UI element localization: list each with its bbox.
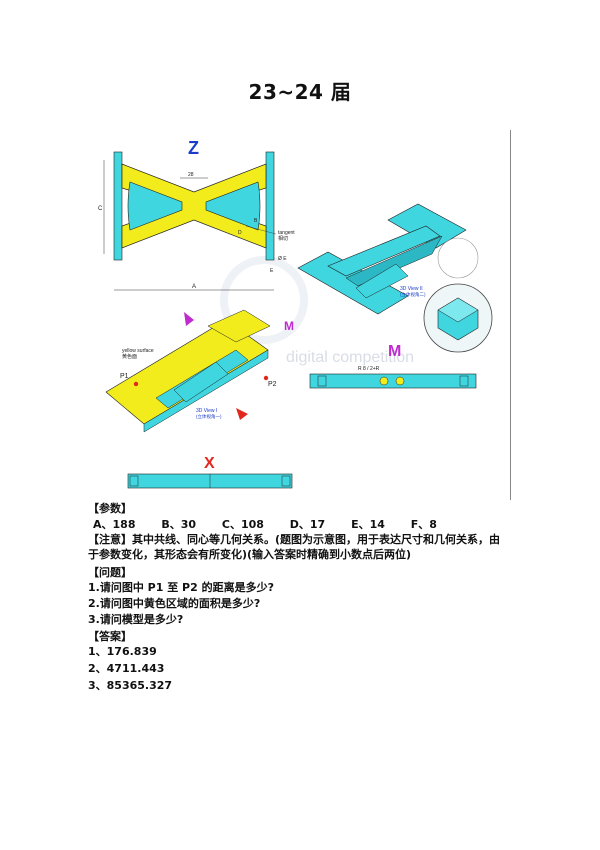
figure-drawing: digital competition Z 28 C A D B E Ø E t… — [98, 138, 493, 489]
svg-text:3D View I: 3D View I — [196, 408, 217, 414]
svg-text:E: E — [270, 268, 274, 274]
z-right-post — [265, 151, 275, 261]
svg-text:R 8 / 2+R: R 8 / 2+R — [358, 366, 380, 372]
param-f: F、8 — [410, 518, 437, 531]
svg-text:P1: P1 — [120, 373, 129, 380]
svg-text:(立体视角一): (立体视角一) — [196, 413, 222, 420]
svg-text:(立体视角二): (立体视角二) — [400, 291, 426, 298]
svg-text:3D View II: 3D View II — [400, 286, 423, 292]
param-d: D、17 — [289, 518, 326, 531]
param-b: B、30 — [161, 518, 197, 531]
page-title: 23~24 届 — [248, 80, 352, 104]
z-left-post — [113, 151, 123, 261]
param-c: C、108 — [221, 518, 264, 531]
m-side-bar — [309, 373, 477, 389]
question-3: 3.请问模型是多少? — [88, 613, 184, 626]
direction-arrow-icon — [236, 408, 248, 420]
svg-text:D: D — [238, 230, 242, 236]
param-e: E、14 — [351, 518, 385, 531]
answer-3: 3、85365.327 — [88, 679, 173, 692]
answers-heading: 【答案】 — [88, 630, 132, 643]
z-left-slot — [127, 181, 183, 231]
svg-text:tangent: tangent — [278, 230, 295, 236]
svg-text:yellow surface: yellow surface — [122, 348, 154, 354]
problem-figure: digital competition Z 28 C A D B E Ø E t… — [96, 130, 511, 500]
questions-heading: 【问题】 — [88, 566, 132, 579]
svg-text:28: 28 — [188, 172, 194, 178]
svg-text:P2: P2 — [268, 381, 277, 388]
direction-arrow-icon — [184, 312, 194, 326]
svg-text:B: B — [254, 218, 258, 224]
answer-2: 2、4711.443 — [88, 662, 165, 675]
view-x-label: X — [204, 455, 215, 472]
params-heading: 【参数】 — [88, 502, 132, 515]
svg-text:相切: 相切 — [278, 235, 288, 242]
view2-bar1 — [297, 251, 409, 315]
params-list: A、188 B、30 C、108 D、17 E、14 F、8 — [93, 516, 459, 532]
param-a: A、188 — [93, 518, 136, 531]
svg-text:黄色面: 黄色面 — [122, 353, 137, 360]
z-right-slot — [205, 181, 261, 231]
watermark-text: digital competition — [286, 349, 414, 366]
question-2: 2.请问图中黄色区域的面积是多少? — [88, 597, 261, 610]
watermark-logo — [220, 256, 308, 344]
view-m-label: M — [388, 343, 401, 360]
note-line-1: 【注意】其中共线、同心等几何关系。(题图为示意图，用于表达尺寸和几何关系，由 — [88, 533, 501, 546]
svg-text:C: C — [98, 206, 103, 212]
svg-text:A: A — [192, 284, 196, 290]
svg-text:Ø E: Ø E — [278, 256, 287, 262]
svg-text:M: M — [284, 319, 294, 333]
note-line-2: 于参数变化，其形态会有所变化)(输入答案时精确到小数点后两位) — [88, 548, 412, 561]
question-1: 1.请问图中 P1 至 P2 的距离是多少? — [88, 581, 274, 594]
view-z-label: Z — [188, 138, 199, 158]
answer-1: 1、176.839 — [88, 645, 157, 658]
